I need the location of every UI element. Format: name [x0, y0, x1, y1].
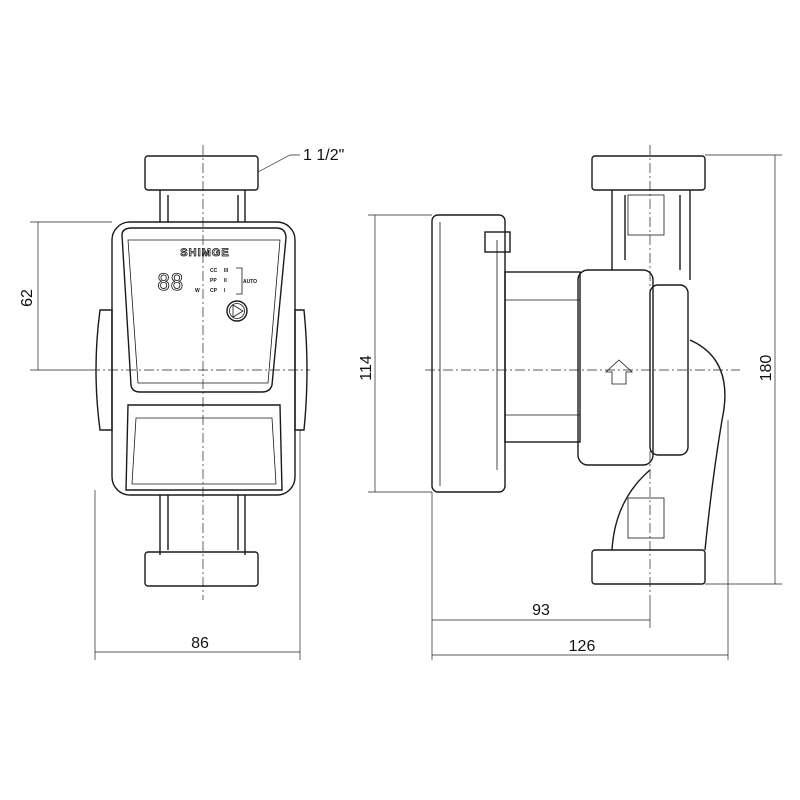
- dim-overall-depth: 126: [569, 638, 596, 655]
- power-display: 88: [157, 271, 184, 296]
- bottom-neck: [159, 495, 246, 555]
- dimensions: 1 1/2" 62 86 114 180 93 126: [19, 147, 782, 660]
- side-bottom-flange: [591, 549, 706, 585]
- side-top-flange: [591, 155, 706, 191]
- pump-housing: [577, 269, 654, 466]
- terminal-box-inner: [131, 417, 277, 485]
- dim-thread: 1 1/2": [303, 147, 344, 164]
- cable-gland: [484, 231, 511, 253]
- dim-62-lines: [30, 221, 112, 371]
- front-view: SHIMGE 88 W CC PP CP III II I AUTO: [90, 145, 310, 600]
- dim-180-lines: [705, 154, 782, 585]
- power-unit: W: [195, 288, 200, 294]
- pump-body: [111, 221, 296, 496]
- motor-stator: [504, 271, 581, 443]
- upper-port: [627, 194, 665, 236]
- auto-label: AUTO: [243, 279, 257, 285]
- motor-cap-edges: [439, 222, 498, 486]
- upper-volute: [611, 190, 691, 280]
- mode-button-icon: [226, 300, 248, 322]
- top-neck: [159, 190, 246, 222]
- level-2: II: [224, 278, 227, 284]
- dim-axis-depth: 93: [532, 602, 550, 619]
- flow-arrow-icon: [604, 359, 634, 385]
- panel-inner: [127, 239, 281, 384]
- thread-leader: [257, 154, 300, 173]
- dim-114-lines: [368, 214, 432, 493]
- mode-pp: PP: [210, 278, 217, 284]
- stator-lines: [505, 299, 580, 416]
- dim-86-lines: [94, 430, 301, 660]
- control-panel: [121, 227, 287, 393]
- level-3: III: [224, 268, 229, 274]
- level-1: I: [224, 288, 226, 294]
- dim-front-width: 86: [191, 635, 209, 652]
- top-flange: [144, 155, 259, 191]
- dim-motor-height: 114: [358, 355, 375, 381]
- side-motor-cap: [431, 214, 506, 493]
- auto-bracket: [236, 267, 243, 295]
- lower-volute: [611, 339, 726, 551]
- side-view: [425, 145, 740, 600]
- dim-overall-height: 180: [758, 355, 775, 382]
- dim-front-height: 62: [19, 289, 36, 307]
- bottom-flange: [144, 551, 259, 587]
- side-lugs: [95, 309, 308, 431]
- lower-port: [627, 497, 665, 539]
- terminal-box: [125, 404, 283, 491]
- brand-logo: SHIMGE: [180, 247, 229, 259]
- mode-cp: CP: [210, 288, 218, 294]
- mode-cc: CC: [210, 268, 218, 274]
- dim-depth-lines: [431, 420, 729, 660]
